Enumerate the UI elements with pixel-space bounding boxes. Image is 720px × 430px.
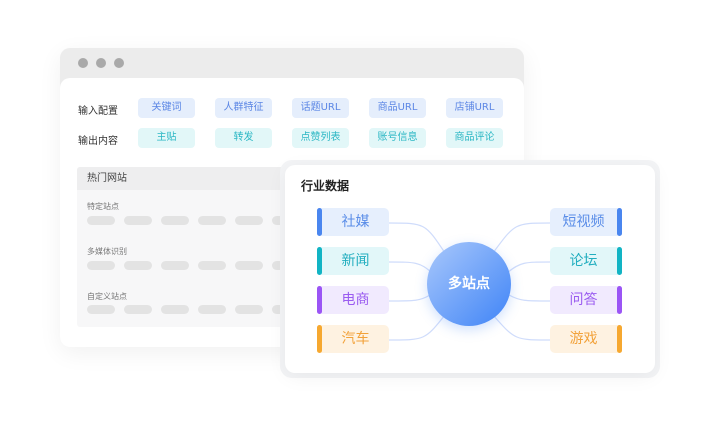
accent-bar: [617, 325, 622, 353]
skeleton-placeholder: [124, 305, 152, 314]
category-node[interactable]: 论坛: [550, 247, 622, 275]
category-label: 论坛: [569, 253, 598, 269]
section-label: 自定义站点: [87, 292, 127, 301]
category-label: 社媒: [341, 214, 370, 230]
input-chip[interactable]: 商品URL: [369, 98, 426, 118]
accent-bar: [317, 325, 322, 353]
skeleton-placeholder: [235, 216, 263, 225]
accent-bar: [317, 208, 322, 236]
input-config-label: 输入配置: [78, 106, 118, 117]
skeleton-placeholder: [161, 305, 189, 314]
input-chip[interactable]: 店铺URL: [446, 98, 503, 118]
skeleton-placeholder: [161, 216, 189, 225]
window-dot-icon: [78, 58, 88, 68]
accent-bar: [617, 208, 622, 236]
output-chip[interactable]: 点赞列表: [292, 128, 349, 148]
category-label: 短视频: [562, 214, 605, 230]
skeleton-placeholder: [235, 261, 263, 270]
industry-data-card: 行业数据 社媒新闻电商汽车 短视频论坛问答游戏 多站点: [280, 160, 660, 378]
skeleton-placeholder: [87, 261, 115, 270]
window-dot-icon: [114, 58, 124, 68]
category-label: 游戏: [569, 331, 598, 347]
skeleton-placeholder: [161, 261, 189, 270]
category-node[interactable]: 社媒: [317, 208, 389, 236]
skeleton-placeholder: [124, 216, 152, 225]
category-label: 汽车: [341, 331, 370, 347]
accent-bar: [317, 247, 322, 275]
category-node[interactable]: 问答: [550, 286, 622, 314]
window-dot-icon: [96, 58, 106, 68]
category-node[interactable]: 游戏: [550, 325, 622, 353]
category-node[interactable]: 短视频: [550, 208, 622, 236]
category-node[interactable]: 电商: [317, 286, 389, 314]
hot-sites-title: 热门网站: [77, 167, 317, 190]
connector-lines: [388, 222, 551, 341]
accent-bar: [617, 247, 622, 275]
input-chip[interactable]: 关键词: [138, 98, 195, 118]
category-node[interactable]: 新闻: [317, 247, 389, 275]
skeleton-placeholder: [198, 216, 226, 225]
category-label: 新闻: [341, 253, 370, 269]
skeleton-placeholder: [87, 305, 115, 314]
output-chip[interactable]: 转发: [215, 128, 272, 148]
output-chip[interactable]: 主贴: [138, 128, 195, 148]
accent-bar: [317, 286, 322, 314]
input-chip[interactable]: 话题URL: [292, 98, 349, 118]
skeleton-placeholder: [235, 305, 263, 314]
skeleton-placeholder: [198, 305, 226, 314]
output-chip[interactable]: 账号信息: [369, 128, 426, 148]
hot-sites-panel: 热门网站 特定站点 多媒体识别 自定义站点: [77, 167, 317, 327]
category-label: 问答: [569, 292, 598, 308]
output-content-label: 输出内容: [78, 136, 118, 147]
category-node[interactable]: 汽车: [317, 325, 389, 353]
section-label: 特定站点: [87, 202, 119, 211]
skeleton-placeholder: [198, 261, 226, 270]
input-chip[interactable]: 人群特征: [215, 98, 272, 118]
category-label: 电商: [341, 292, 370, 308]
output-chip[interactable]: 商品评论: [446, 128, 503, 148]
center-node: 多站点: [427, 242, 511, 326]
skeleton-placeholder: [124, 261, 152, 270]
skeleton-placeholder: [87, 216, 115, 225]
section-label: 多媒体识别: [87, 247, 127, 256]
accent-bar: [617, 286, 622, 314]
industry-title: 行业数据: [301, 179, 350, 193]
